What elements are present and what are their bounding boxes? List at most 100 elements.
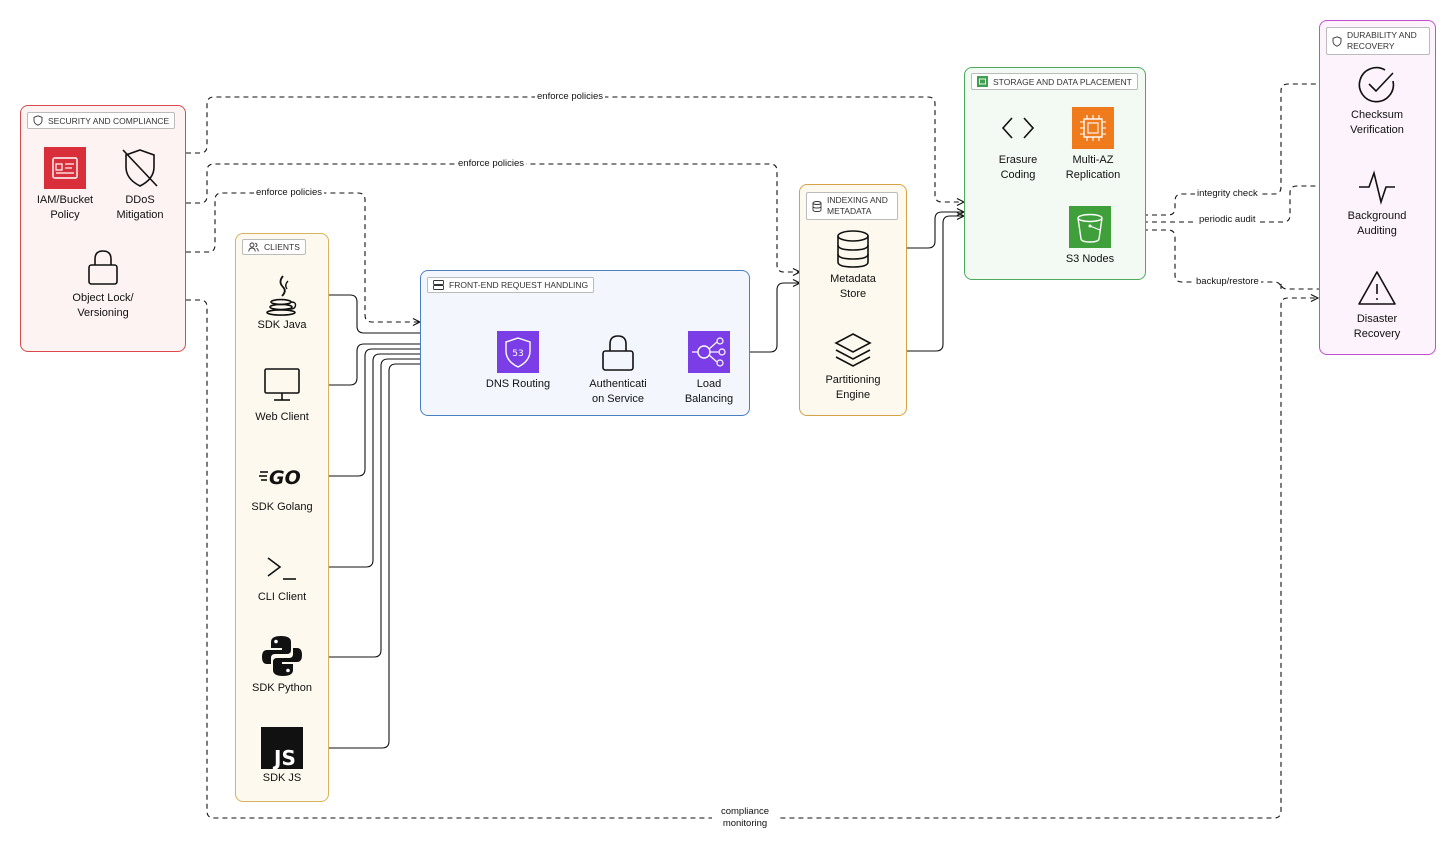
node-label: DDoS Mitigation [116, 194, 164, 221]
node-label: Object Lock/Versioning [72, 292, 134, 319]
node-sdk-js[interactable]: JS SDK JS [245, 727, 319, 786]
route53-icon: 53 [497, 331, 539, 373]
terminal-icon [267, 557, 296, 580]
database-icon [837, 230, 869, 268]
node-label: Load Balancing [684, 378, 734, 405]
edge-python-dns [302, 359, 496, 658]
node-sdk-java[interactable]: SDK Java [245, 274, 319, 333]
group-title-frontend: FRONT-END REQUEST HANDLING [427, 277, 595, 293]
edge-lb-indexing [730, 283, 800, 353]
svg-text:53: 53 [512, 349, 523, 359]
node-label: Partitioning Engine [825, 374, 881, 401]
node-label: S3 Nodes [1065, 253, 1115, 265]
node-label: SDK JS [262, 772, 302, 784]
server-icon [433, 280, 444, 290]
edge-label-enforce-storage: enforce policies [535, 91, 606, 103]
shield-icon [33, 115, 43, 126]
monitor-icon [264, 368, 300, 401]
node-label: Multi-AZ Replication [1065, 154, 1121, 181]
activity-icon [1359, 170, 1395, 205]
group-indexing-metadata: INDEXING AND METADATA [799, 184, 907, 416]
node-erasure-coding[interactable]: Erasure Coding [983, 107, 1053, 182]
edge-periodic-audit [1125, 186, 1356, 223]
node-label: CLI Client [257, 591, 307, 603]
node-label: Checksum Verification [1350, 109, 1404, 136]
node-web-client[interactable]: Web Client [245, 366, 319, 425]
layers-icon [834, 333, 872, 367]
group-title-storage: STORAGE AND DATA PLACEMENT [971, 73, 1138, 90]
node-dns-routing[interactable]: 53 DNS Routing [478, 331, 558, 392]
load-balancer-icon [688, 331, 730, 373]
group-clients: CLIENTS [235, 233, 329, 802]
node-label: SDK Python [252, 682, 312, 694]
node-label: Disaster Recovery [1353, 313, 1401, 340]
edge-label-backup-restore: backup/restore [1194, 276, 1261, 288]
alert-triangle-icon [1358, 271, 1396, 305]
edge-label-integrity-check: integrity check [1195, 188, 1260, 200]
node-label: Authentication Service [589, 378, 647, 405]
lock-icon [88, 250, 118, 285]
edge-label-enforce-frontend: enforce policies [254, 187, 325, 199]
s3-bucket-icon [1069, 206, 1111, 248]
node-background-auditing[interactable]: Background Auditing [1339, 166, 1415, 238]
shield-icon [1332, 35, 1342, 47]
node-cli-client[interactable]: CLI Client [245, 550, 319, 605]
node-disaster-recovery[interactable]: Disaster Recovery [1339, 268, 1415, 341]
node-partitioning-engine[interactable]: Partitioning Engine [818, 331, 888, 402]
group-title-durability: DURABILITY AND RECOVERY [1326, 27, 1430, 55]
node-label: IAM/Bucket Policy [36, 194, 94, 221]
edge-go-dns [302, 349, 496, 477]
node-authentication[interactable]: Authentication Service [582, 331, 654, 406]
storage-icon [977, 76, 988, 87]
node-label: Metadata Store [830, 273, 876, 300]
database-icon [812, 200, 822, 212]
python-icon [262, 636, 302, 676]
group-title-security: SECURITY AND COMPLIANCE [27, 112, 176, 129]
edge-enforce-indexing [186, 163, 800, 272]
node-load-balancing[interactable]: Load Balancing [674, 331, 744, 406]
iam-icon [44, 147, 86, 189]
node-label: SDK Golang [251, 501, 313, 513]
node-s3-nodes[interactable]: S3 Nodes [1055, 206, 1125, 267]
node-multi-az-replication[interactable]: Multi-AZ Replication [1057, 107, 1129, 182]
node-iam-bucket-policy[interactable]: IAM/Bucket Policy [30, 147, 100, 222]
edge-compliance-monitoring [186, 298, 1318, 819]
node-label: Erasure Coding [998, 154, 1038, 181]
group-title-indexing: INDEXING AND METADATA [806, 192, 898, 220]
node-object-lock[interactable]: Object Lock/Versioning [68, 247, 138, 320]
node-checksum-verification[interactable]: Checksum Verification [1339, 64, 1415, 137]
lock-icon [602, 335, 634, 371]
shield-off-icon [122, 149, 158, 187]
svg-text:JS: JS [272, 746, 296, 769]
node-sdk-python[interactable]: SDK Python [245, 635, 319, 696]
js-icon: JS [261, 727, 303, 769]
edge-label-periodic-audit: periodic audit [1197, 214, 1258, 226]
go-icon: GO [259, 467, 301, 488]
edge-js-dns [302, 364, 496, 749]
node-label: SDK Java [257, 319, 307, 331]
group-storage-placement: STORAGE AND DATA PLACEMENT [964, 67, 1146, 280]
group-title-clients: CLIENTS [242, 239, 306, 255]
ec2-icon [1072, 107, 1114, 149]
node-metadata-store[interactable]: Metadata Store [818, 229, 888, 301]
edge-label-compliance-monitoring: compliance monitoring [712, 806, 778, 830]
edge-metadata-storage [872, 212, 964, 249]
edge-partition-storage [872, 216, 964, 352]
node-ddos-mitigation[interactable]: DDoS Mitigation [105, 147, 175, 222]
node-label: Web Client [255, 411, 309, 423]
edge-java-dns [302, 294, 496, 333]
node-label: DNS Routing [485, 378, 551, 390]
svg-text:GO: GO [269, 467, 301, 488]
node-sdk-golang[interactable]: GO SDK Golang [245, 464, 319, 515]
edge-cli-dns [302, 354, 496, 568]
edge-label-enforce-indexing: enforce policies [456, 158, 527, 170]
edge-web-dns [302, 344, 496, 386]
code-icon [1001, 117, 1035, 139]
check-circle-icon [1358, 66, 1395, 103]
node-label: Background Auditing [1347, 210, 1407, 237]
java-icon [266, 275, 297, 316]
group-security-compliance: SECURITY AND COMPLIANCE [20, 105, 186, 352]
users-icon [248, 242, 259, 252]
